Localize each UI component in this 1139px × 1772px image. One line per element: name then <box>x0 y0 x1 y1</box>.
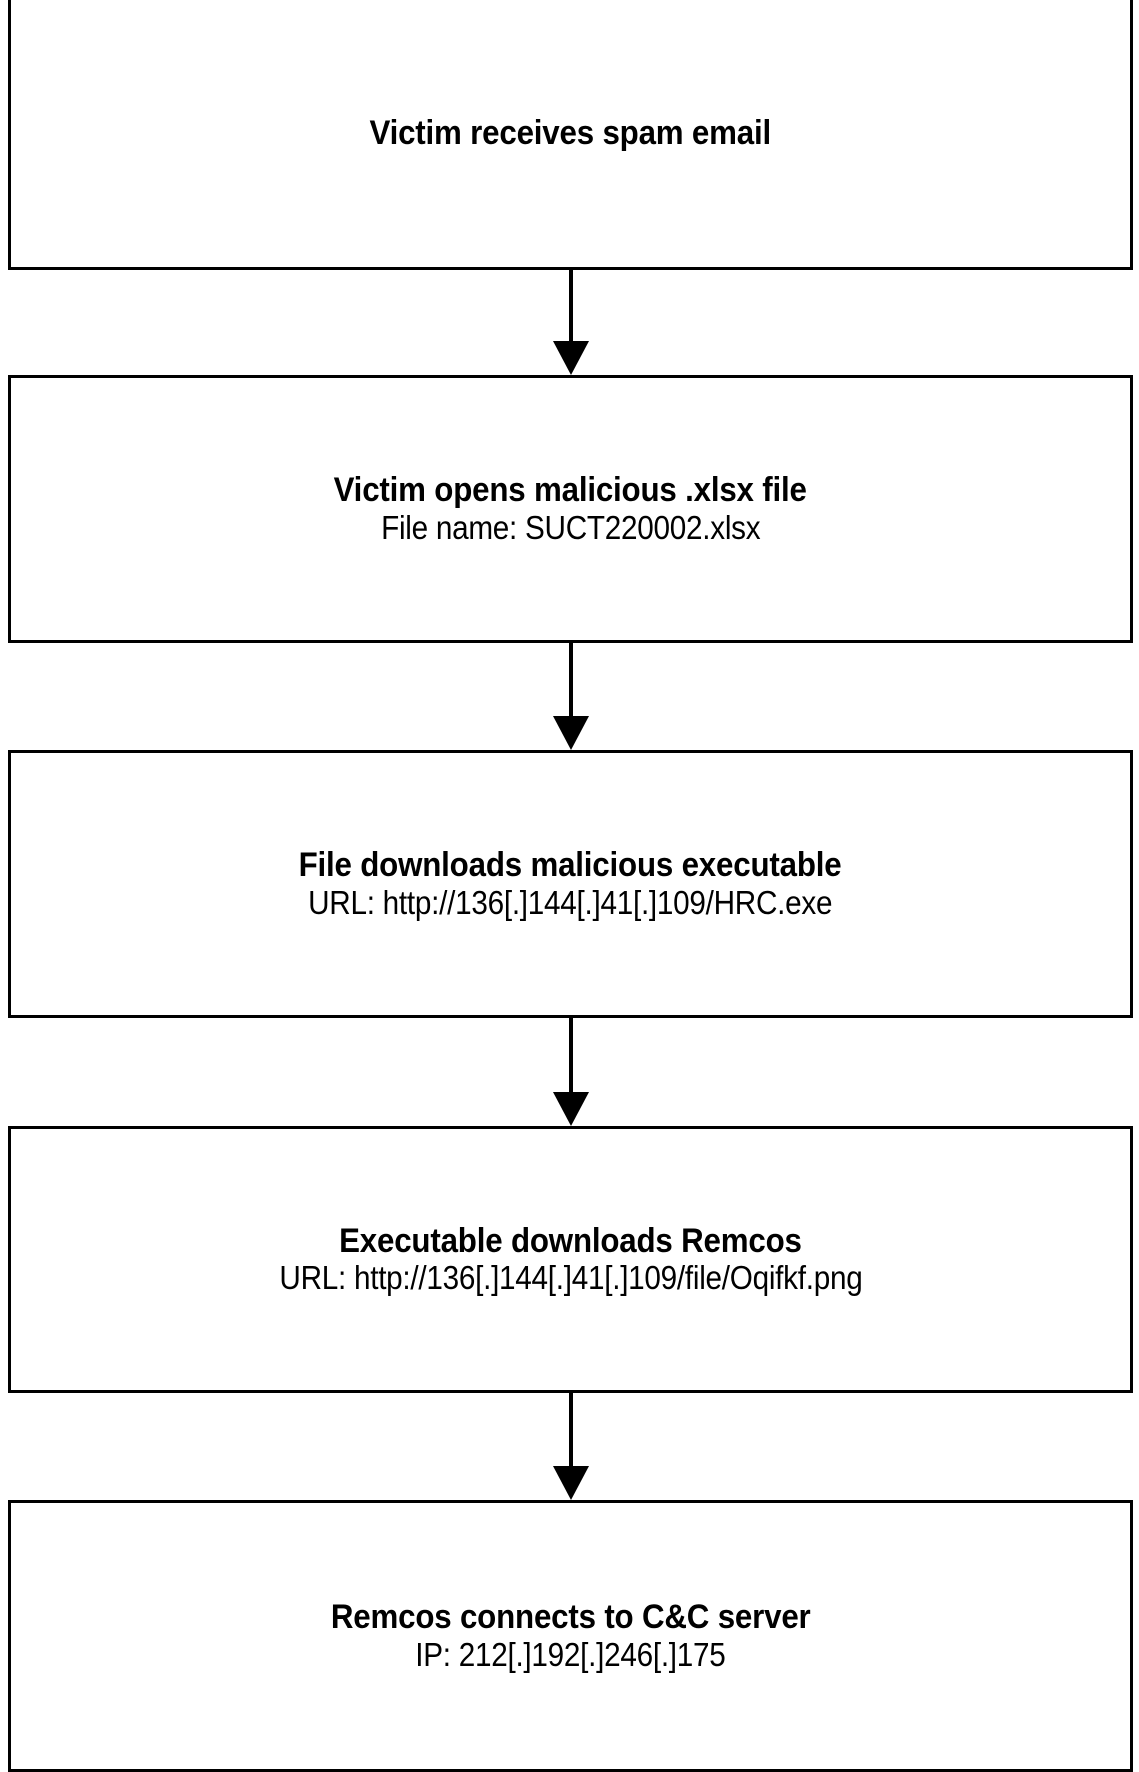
connector-arrow-3 <box>553 1018 589 1126</box>
flow-node-victim-opens-malicious-xlsx-file: Victim opens malicious .xlsx file File n… <box>8 375 1133 643</box>
connector-arrow-2 <box>553 643 589 750</box>
arrow-shaft <box>569 1393 573 1468</box>
down-arrow-icon <box>553 1092 589 1126</box>
flow-node-title: Executable downloads Remcos <box>339 1221 802 1260</box>
arrow-shaft <box>569 643 573 718</box>
flow-node-title: File downloads malicious executable <box>299 846 842 885</box>
flow-node-remcos-connects-to-cnc-server: Remcos connects to C&C server IP: 212[.]… <box>8 1500 1133 1772</box>
down-arrow-icon <box>553 341 589 375</box>
flow-node-subtitle: IP: 212[.]192[.]246[.]175 <box>415 1635 726 1673</box>
arrow-shaft <box>569 270 573 344</box>
flow-node-victim-receives-spam-email: Victim receives spam email <box>8 0 1133 270</box>
flow-node-title: Victim receives spam email <box>369 114 772 153</box>
arrow-shaft <box>569 1018 573 1094</box>
down-arrow-icon <box>553 1466 589 1500</box>
flow-node-subtitle: URL: http://136[.]144[.]41[.]109/HRC.exe <box>308 883 833 921</box>
flow-node-title: Victim opens malicious .xlsx file <box>333 471 808 510</box>
down-arrow-icon <box>553 716 589 750</box>
flow-node-file-downloads-malicious-executable: File downloads malicious executable URL:… <box>8 750 1133 1018</box>
flow-node-subtitle: File name: SUCT220002.xlsx <box>380 508 761 546</box>
flow-node-title: Remcos connects to C&C server <box>330 1598 811 1637</box>
flow-node-executable-downloads-remcos: Executable downloads Remcos URL: http://… <box>8 1126 1133 1393</box>
connector-arrow-1 <box>553 270 589 375</box>
connector-arrow-4 <box>553 1393 589 1500</box>
flow-node-subtitle: URL: http://136[.]144[.]41[.]109/file/Oq… <box>278 1259 863 1297</box>
